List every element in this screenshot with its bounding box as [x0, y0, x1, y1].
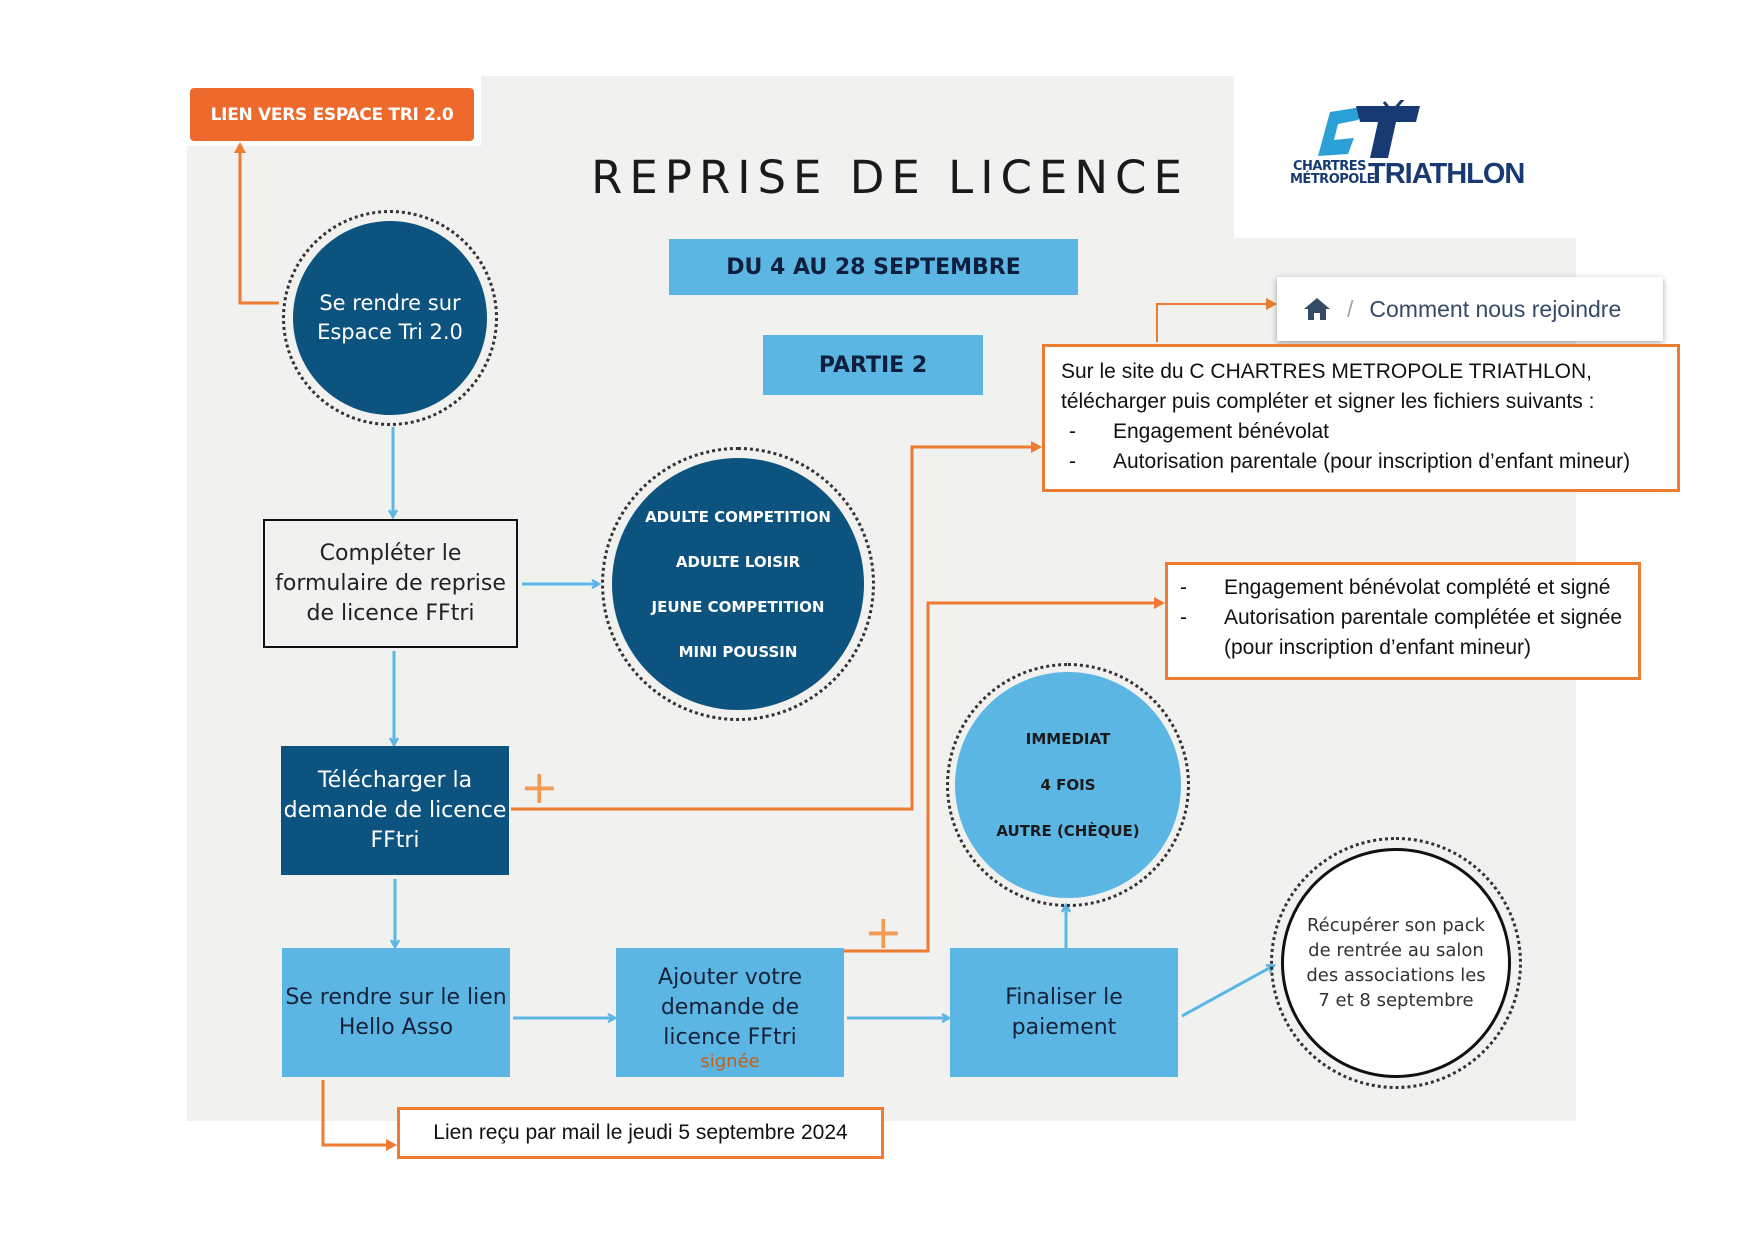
list-item: -Autorisation parentale complétée et sig… [1180, 606, 1623, 659]
logo-city-text: CHARTRES MÉTROPOLE [1290, 159, 1376, 187]
payment-option: AUTRE (CHÈQUE) [996, 822, 1140, 840]
logo-mark-icon [1318, 100, 1420, 158]
payment-option: 4 FOIS [1040, 776, 1096, 794]
list-item: -Engagement bénévolat complété et signé [1180, 576, 1611, 599]
breadcrumb[interactable]: / Comment nous rejoindre [1277, 277, 1663, 341]
list-item: -Engagement bénévolat [1069, 420, 1329, 443]
part-banner: PARTIE 2 [763, 335, 983, 395]
espace-tri-ring [282, 210, 498, 426]
step-ajouter-label: Ajouter votre demande de licence FFtri [658, 964, 802, 1050]
club-logo: CHARTRES MÉTROPOLE TRIATHLON [1280, 100, 1540, 200]
list-item: -Autorisation parentale (pour inscriptio… [1069, 450, 1631, 473]
arrow-site-to-breadcrumb [1156, 298, 1277, 342]
step-hello-asso: Se rendre sur le lien Hello Asso [282, 948, 510, 1077]
category-item: JEUNE COMPETITION [651, 597, 825, 616]
mail-note: Lien reçu par mail le jeudi 5 septembre … [397, 1107, 884, 1159]
category-item: ADULTE LOISIR [675, 552, 801, 571]
site-files-intro: Sur le site du C CHARTRES METROPOLE TRIA… [1061, 360, 1595, 413]
arrow-espace-to-link [234, 142, 279, 305]
step-ajouter: Ajouter votre demande de licence FFtri s… [616, 948, 844, 1077]
categories-circle: ADULTE COMPETITION ADULTE LOISIR JEUNE C… [612, 458, 864, 710]
breadcrumb-label[interactable]: Comment nous rejoindre [1369, 295, 1622, 322]
category-item: MINI POUSSIN [678, 642, 798, 661]
step-espace-tri: Se rendre sur Espace Tri 2.0 [293, 221, 487, 415]
background-notch [1234, 76, 1576, 238]
step-ajouter-signed: signée [700, 1050, 760, 1072]
dates-banner: DU 4 AU 28 SEPTEMBRE [669, 239, 1078, 295]
payment-option: IMMEDIAT [1025, 730, 1111, 748]
home-icon[interactable] [1303, 297, 1331, 321]
step-telecharger: Télécharger la demande de licence FFtri [281, 746, 509, 875]
signed-files-note: -Engagement bénévolat complété et signé … [1165, 562, 1641, 680]
page-title: REPRISE DE LICENCE [591, 151, 1189, 204]
step-recuperer-pack: Récupérer son pack de rentrée au salon d… [1281, 848, 1511, 1078]
payment-options-circle: IMMEDIAT 4 FOIS AUTRE (CHÈQUE) [955, 672, 1181, 898]
arrow-finalize-to-pack [1181, 966, 1273, 1018]
categories-ring [601, 447, 875, 721]
plus-icon: + [520, 760, 559, 814]
arrow-download-to-site [511, 441, 1042, 811]
pack-ring [1270, 837, 1522, 1089]
arrow-helloasso-to-mail [321, 1080, 397, 1151]
breadcrumb-separator: / [1347, 295, 1354, 322]
logo-brand-text: TRIATHLON [1368, 158, 1525, 190]
step-formulaire: Compléter le formulaire de reprise de li… [263, 519, 518, 648]
site-files-note: Sur le site du C CHARTRES METROPOLE TRIA… [1042, 344, 1680, 492]
category-item: ADULTE COMPETITION [645, 507, 831, 526]
plus-icon: + [864, 905, 903, 959]
payment-ring [946, 663, 1190, 907]
espace-tri-link-button[interactable]: LIEN VERS ESPACE TRI 2.0 [190, 88, 474, 141]
step-finaliser: Finaliser le paiement [950, 948, 1178, 1077]
